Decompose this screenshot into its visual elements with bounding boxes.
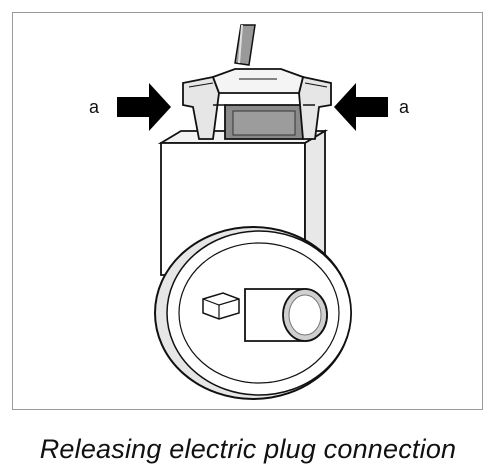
cable bbox=[234, 24, 256, 66]
callout-label-left: a bbox=[89, 97, 100, 117]
illustration-frame: a a bbox=[12, 12, 483, 410]
callout-label-right: a bbox=[399, 97, 410, 117]
arrow-right-icon bbox=[334, 83, 388, 131]
shaft bbox=[202, 288, 328, 342]
plug-connector bbox=[182, 68, 332, 140]
arrow-left-icon bbox=[117, 83, 171, 131]
figure-caption: Releasing electric plug connection bbox=[39, 434, 457, 464]
plug-illustration: a a bbox=[89, 24, 410, 400]
